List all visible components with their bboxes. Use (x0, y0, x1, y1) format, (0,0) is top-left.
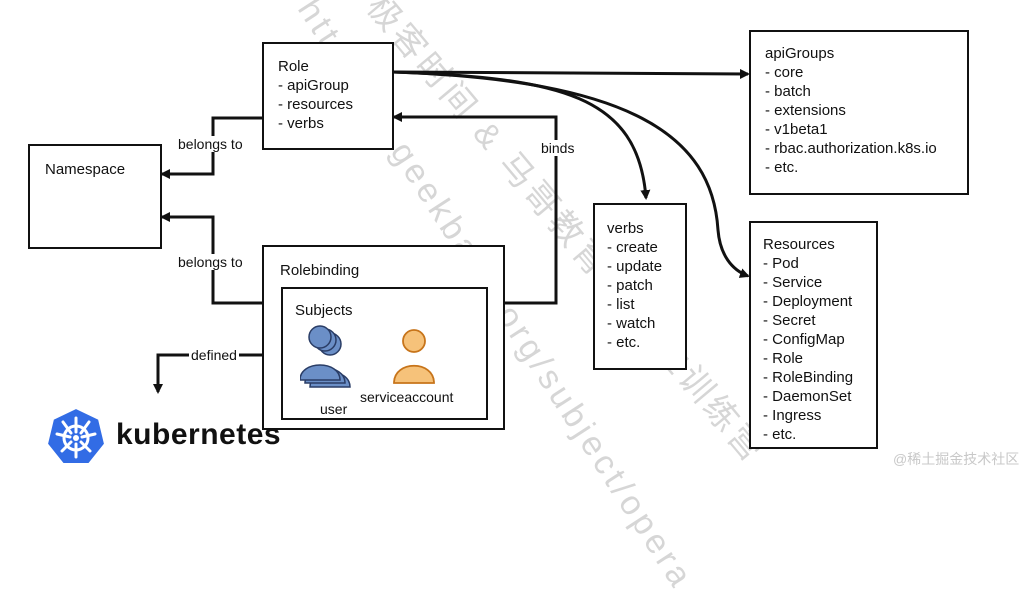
user-group-icon (299, 325, 360, 402)
apigroups-item: - batch (765, 83, 811, 100)
defined-label: defined (189, 347, 239, 363)
role-box: Role - apiGroup - resources - verbs (262, 42, 394, 150)
resources-item: - Role (763, 350, 804, 367)
resources-item: - ConfigMap (763, 331, 845, 348)
role-item: - resources (278, 96, 354, 113)
resources-item: - Service (763, 274, 823, 291)
role-item: - verbs (278, 115, 324, 132)
resources-item: - Secret (763, 312, 816, 329)
verbs-item: - list (607, 296, 635, 313)
kubernetes-logo-icon (45, 406, 107, 471)
apigroups-title: apiGroups (765, 45, 835, 62)
resources-item: - RoleBinding (763, 369, 854, 386)
defined-arrow (153, 353, 304, 394)
kubernetes-wordmark: kubernetes (116, 418, 282, 451)
verbs-item: - create (607, 239, 658, 256)
watermark-corner: @稀土掘金技术社区 (893, 451, 1020, 467)
verbs-title: verbs (607, 220, 644, 237)
resources-item: - Pod (763, 255, 799, 272)
resources-item: - DaemonSet (763, 388, 852, 405)
subjects-box: Subjects (281, 287, 488, 420)
verbs-item: - patch (607, 277, 653, 294)
resources-item: - Ingress (763, 407, 822, 424)
role-title: Role (278, 58, 309, 75)
apigroups-box: apiGroups - core - batch - extensions - … (749, 30, 969, 195)
role-item: - apiGroup (278, 77, 349, 94)
apigroups-item: - etc. (765, 159, 799, 176)
namespace-box: Namespace (28, 144, 162, 249)
resources-title: Resources (763, 236, 835, 253)
rolebinding-title: Rolebinding (280, 262, 360, 279)
resources-item: - Deployment (763, 293, 853, 310)
binds-label: binds (539, 140, 577, 156)
user-label: user (320, 401, 348, 417)
role-to-resources-arrow (392, 70, 750, 278)
namespace-title: Namespace (45, 161, 126, 178)
rolebinding-box: Rolebinding (262, 245, 505, 430)
rolebinding-belongs-to-label: belongs to (176, 254, 245, 270)
apigroups-item: - extensions (765, 102, 846, 119)
binds-arrow (392, 112, 558, 305)
verbs-box: verbs - create - update - patch - list -… (593, 203, 687, 370)
serviceaccount-label: serviceaccount (360, 389, 454, 405)
resources-item: - etc. (763, 426, 797, 443)
apigroups-item: - rbac.authorization.k8s.io (765, 140, 937, 157)
role-to-apigroups-arrow (392, 68, 750, 79)
subjects-title: Subjects (295, 302, 353, 319)
resources-box: Resources - Pod - Service - Deployment -… (749, 221, 878, 449)
verbs-item: - etc. (607, 334, 641, 351)
apigroups-item: - v1beta1 (765, 121, 828, 138)
role-belongs-to-label: belongs to (176, 136, 245, 152)
verbs-item: - update (607, 258, 663, 275)
role-to-verbs-arrow (392, 70, 651, 200)
verbs-item: - watch (607, 315, 656, 332)
apigroups-item: - core (765, 64, 804, 81)
serviceaccount-icon (392, 327, 436, 392)
